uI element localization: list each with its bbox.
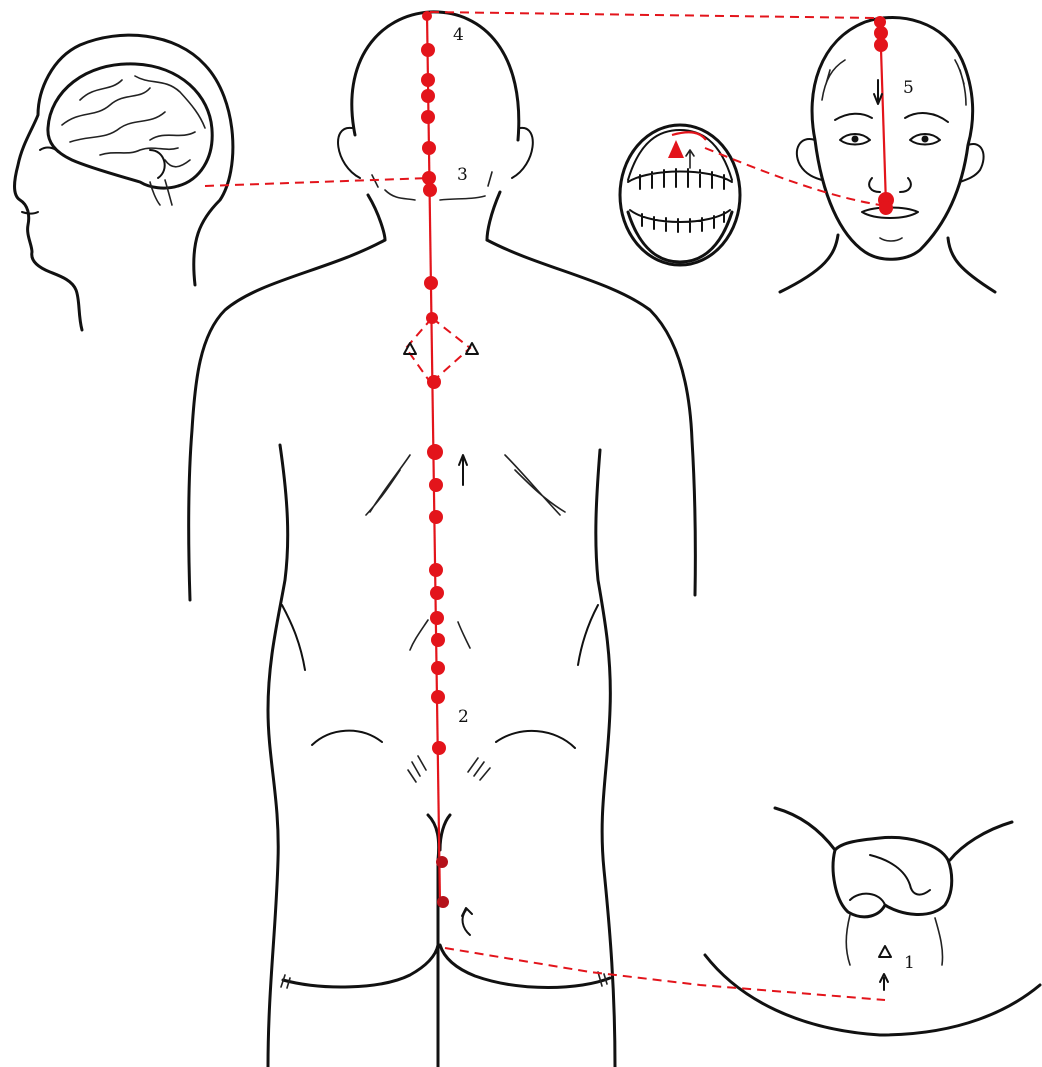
perineum-genitalia xyxy=(833,837,952,916)
face-outline xyxy=(812,18,973,260)
acupoint-dot xyxy=(432,741,446,755)
face-right-pupil xyxy=(922,136,929,143)
dashed-connector-head-face xyxy=(430,12,876,18)
arrow-up-back xyxy=(459,455,467,485)
right-armpit xyxy=(578,605,598,665)
triangle-marker-icon xyxy=(404,343,891,957)
meridian-mouth-line xyxy=(672,132,706,140)
acupoint-dot xyxy=(421,89,435,103)
acupoint-dot xyxy=(422,11,432,21)
left-iliac-line xyxy=(312,731,382,745)
acupoint-dot xyxy=(431,661,445,675)
left-torso-side xyxy=(268,445,288,1067)
face-chin xyxy=(880,238,902,241)
acupoint-dot xyxy=(421,73,435,87)
arrow-curve-coccyx xyxy=(462,908,472,935)
acupoint-dot xyxy=(430,586,444,600)
perineum-inner-thighs xyxy=(846,915,942,965)
left-scapula xyxy=(366,455,410,515)
neck-left xyxy=(368,195,385,240)
left-armpit xyxy=(282,605,305,670)
acupoint-dot xyxy=(436,856,448,868)
upper-teeth xyxy=(628,169,732,189)
acupoint-dot xyxy=(429,478,443,492)
dashed-connector-shoulder-left xyxy=(406,318,432,382)
acupoint-dot xyxy=(421,110,435,124)
acupoint-dot xyxy=(424,276,438,290)
dashed-connector-brain xyxy=(205,178,430,186)
back-head-outline xyxy=(352,12,519,140)
label-3: 3 xyxy=(457,165,468,185)
acupoint-dot xyxy=(427,375,441,389)
label-2: 2 xyxy=(458,707,469,727)
acupoint-dot xyxy=(426,312,438,324)
face-left-eyebrow xyxy=(835,114,872,120)
arrow-down-face xyxy=(874,80,882,104)
label-4: 4 xyxy=(453,25,464,45)
brain-outline xyxy=(48,64,212,188)
profile-head-outline xyxy=(15,35,233,330)
perineum-folds xyxy=(850,855,930,905)
open-mouth-icon xyxy=(620,125,740,265)
acupoint-dot xyxy=(437,896,449,908)
acupoint-dot xyxy=(423,183,437,197)
head-profile-brain-icon xyxy=(15,35,233,330)
lower-teeth xyxy=(630,210,730,232)
palate-arrows xyxy=(686,150,694,168)
face-left-pupil xyxy=(852,136,859,143)
right-iliac-line xyxy=(496,731,575,748)
brain-gyri xyxy=(62,76,205,167)
acupoint-dot xyxy=(430,611,444,625)
sacral-hatching xyxy=(408,756,490,782)
acupoint-dot xyxy=(427,444,443,460)
brain-stem xyxy=(150,180,172,205)
governor-vessel-path xyxy=(205,11,894,1000)
triangle-marker-right xyxy=(466,343,478,354)
upward-arrow-icon xyxy=(459,80,888,990)
face-right-eyebrow xyxy=(905,113,948,122)
mouth-acupoint-marker xyxy=(668,140,684,158)
left-ear xyxy=(338,128,360,178)
acupoint-dot xyxy=(421,43,435,57)
perineum-lower-curve xyxy=(705,955,1040,1035)
acupoint-dot xyxy=(429,510,443,524)
right-ear xyxy=(512,128,533,178)
dashed-connector-shoulder-right xyxy=(432,318,470,382)
perineum-upper-right xyxy=(950,822,1012,860)
face-acupoint-dot xyxy=(879,201,893,215)
front-face-icon xyxy=(780,18,995,292)
right-scapula xyxy=(505,455,565,515)
lower-lip xyxy=(628,212,732,262)
triangle-marker-perineum xyxy=(879,946,891,957)
back-figure xyxy=(189,12,696,1067)
face-nose xyxy=(869,178,911,192)
acupoint-dot xyxy=(422,141,436,155)
perineum-upper-left xyxy=(775,808,835,850)
label-1: 1 xyxy=(904,953,915,973)
mouth-outer xyxy=(620,125,740,265)
acupoint-dot xyxy=(431,633,445,647)
profile-mouth xyxy=(22,212,38,214)
face-acupoint-dot xyxy=(874,26,888,40)
left-buttock-curve xyxy=(283,945,438,987)
face-acupoint-dot xyxy=(874,38,888,52)
face-hairline xyxy=(822,60,966,105)
acupoint-dot xyxy=(431,690,445,704)
acupoint-dot xyxy=(429,563,443,577)
neck-right xyxy=(487,192,500,240)
perineum-icon xyxy=(705,808,1040,1035)
acupoint-dot xyxy=(422,171,436,185)
right-shoulder-arm xyxy=(487,240,695,595)
face-neck-shoulders xyxy=(780,235,995,292)
dashed-connector-perineum xyxy=(445,948,885,1000)
arrow-up-perineum xyxy=(880,974,888,990)
profile-ear xyxy=(150,150,165,178)
acupoints xyxy=(421,11,449,908)
label-5: 5 xyxy=(903,78,914,98)
